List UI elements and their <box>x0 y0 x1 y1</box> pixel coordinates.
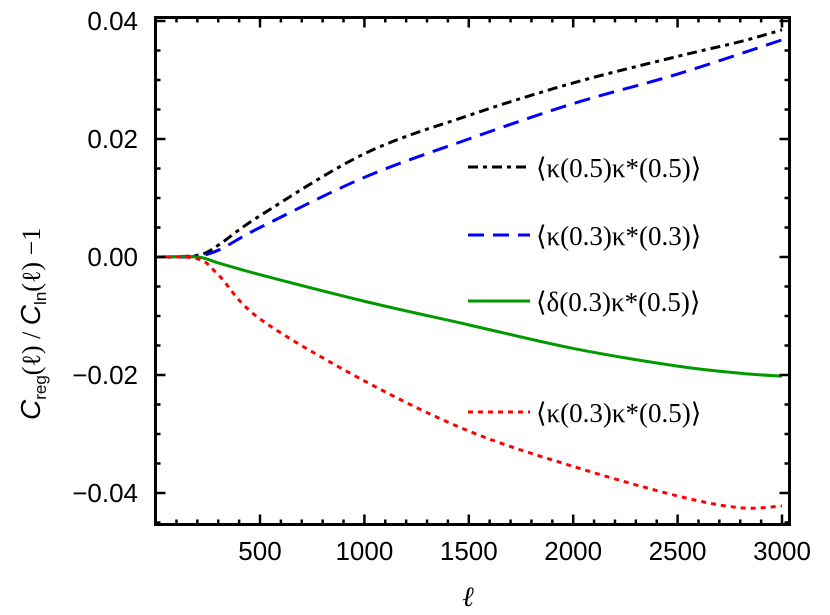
y-axis-label: Creg(ℓ) / Cln(ℓ) −1 <box>15 228 50 420</box>
plot-curves <box>155 28 783 510</box>
x-tick-label: 2500 <box>649 536 707 566</box>
y-tick-label: 0.04 <box>87 6 138 36</box>
series-line-1 <box>155 38 783 259</box>
plot-frame <box>154 16 791 526</box>
x-tick-label: 500 <box>238 536 281 566</box>
y-tick-label: −0.02 <box>72 360 138 390</box>
series-line-3 <box>155 255 783 510</box>
series-line-2 <box>155 255 783 378</box>
x-tick-label: 3000 <box>753 536 811 566</box>
x-tick-label: 1500 <box>440 536 498 566</box>
legend: ⟨κ(0.5)κ*(0.5)⟩ ⟨κ(0.3)κ*(0.3)⟩ ⟨δ(0.3)κ*(… <box>468 153 701 428</box>
legend-item-label: ⟨δ(0.3)κ*(0.5)⟩ <box>536 287 700 317</box>
x-tick-label: 2000 <box>544 536 602 566</box>
legend-item-label: ⟨κ(0.3)κ*(0.5)⟩ <box>536 398 701 428</box>
svg-text:Creg(ℓ) / Cln(ℓ) −1: Creg(ℓ) / Cln(ℓ) −1 <box>15 228 50 420</box>
y-tick-label: 0.02 <box>87 124 138 154</box>
axis-ticks <box>155 17 790 525</box>
y-tick-label: −0.04 <box>72 478 138 508</box>
legend-item-label: ⟨κ(0.3)κ*(0.3)⟩ <box>536 221 701 251</box>
x-tick-labels: 500 1000 1500 2000 2500 3000 <box>238 536 811 566</box>
x-tick-label: 1000 <box>335 536 393 566</box>
legend-item-label: ⟨κ(0.5)κ*(0.5)⟩ <box>536 153 701 183</box>
y-tick-labels: 0.04 0.02 0.00 −0.02 −0.04 <box>72 6 138 508</box>
y-tick-label: 0.00 <box>87 242 138 272</box>
x-axis-label: ℓ <box>462 582 474 613</box>
